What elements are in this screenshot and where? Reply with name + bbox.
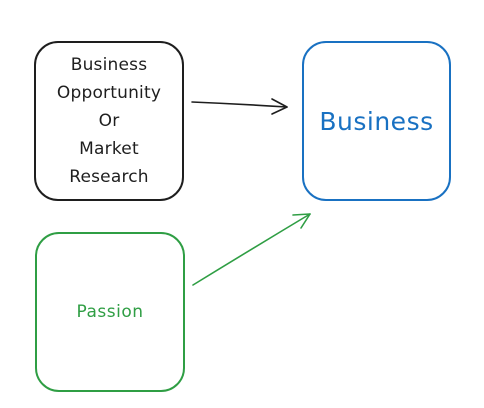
arrow-shaft	[192, 213, 311, 286]
arrow-opportunity-to-business	[191, 98, 288, 115]
arrowhead	[292, 213, 311, 229]
node-business-opportunity[interactable]: Business Opportunity Or Market Research	[34, 41, 184, 201]
arrow-shaft	[191, 101, 288, 108]
node-passion[interactable]: Passion	[35, 232, 185, 392]
node-label: Business Opportunity Or Market Research	[56, 55, 162, 187]
arrow-passion-to-business	[192, 213, 311, 286]
node-business[interactable]: Business	[302, 41, 451, 201]
arrowhead	[271, 98, 288, 115]
node-label: Passion	[76, 302, 144, 322]
node-label: Business	[319, 106, 434, 136]
